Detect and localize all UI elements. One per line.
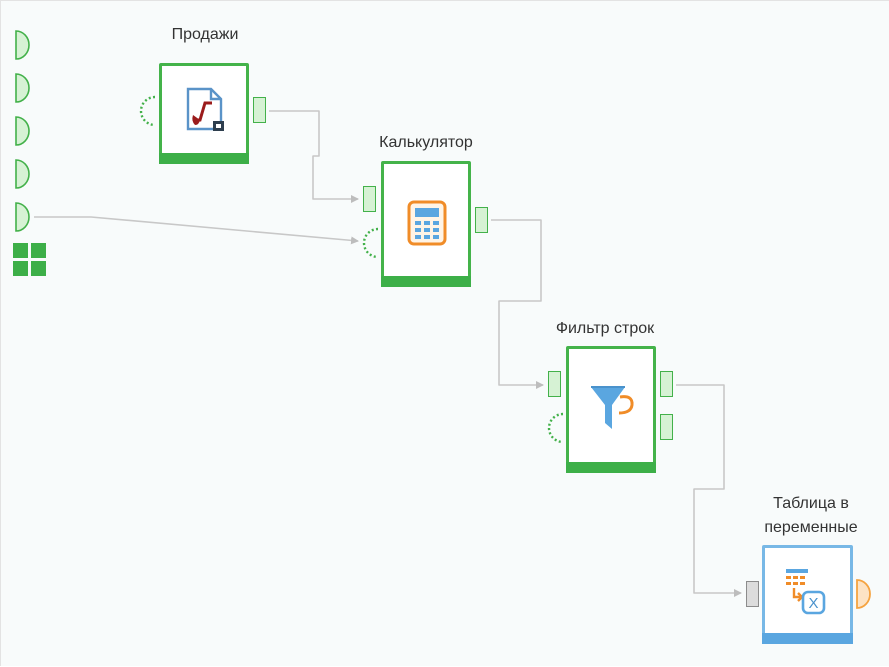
svg-text:X: X xyxy=(808,595,818,612)
funnel-filter-icon xyxy=(591,386,634,429)
table-to-variables-output-port[interactable] xyxy=(854,578,874,610)
row-filter-output-port-2[interactable] xyxy=(660,414,673,440)
workspace-port-3[interactable] xyxy=(13,115,33,147)
calculator-input-port[interactable] xyxy=(363,186,376,212)
node-label-table-to-variables-line1: Таблица в xyxy=(773,495,849,512)
calculator-icon xyxy=(407,200,447,246)
row-filter-variable-input-port[interactable] xyxy=(546,412,566,444)
wire-workspace-to-calculator xyxy=(34,216,359,245)
node-status-bar xyxy=(762,633,853,644)
node-row-filter[interactable] xyxy=(566,346,656,473)
wire-filter-to-table xyxy=(676,384,742,597)
workspace-port-5[interactable] xyxy=(13,201,33,233)
wire-calculator-to-filter xyxy=(491,219,544,389)
node-label-calculator: Калькулятор xyxy=(379,134,473,151)
table-to-variables-icon: X xyxy=(786,569,826,615)
excel-reader-icon xyxy=(186,87,224,131)
workspace-port-1[interactable] xyxy=(13,29,33,61)
grid-icon[interactable] xyxy=(13,243,46,276)
workspace-port-2[interactable] xyxy=(13,72,33,104)
sales-output-port[interactable] xyxy=(253,97,266,123)
workspace-port-4[interactable] xyxy=(13,158,33,190)
node-label-table-to-variables-line2: переменные xyxy=(764,519,858,536)
node-label-sales: Продажи xyxy=(171,26,239,43)
node-calculator[interactable] xyxy=(381,161,471,287)
calculator-output-port[interactable] xyxy=(475,207,488,233)
row-filter-input-port[interactable] xyxy=(548,371,561,397)
node-table-to-variables[interactable]: X xyxy=(762,545,853,644)
node-label-row-filter: Фильтр строк xyxy=(555,320,655,337)
sales-variable-input-port[interactable] xyxy=(138,95,158,127)
calculator-variable-input-port[interactable] xyxy=(361,227,381,259)
node-status-bar xyxy=(566,462,656,473)
node-status-bar xyxy=(381,276,471,287)
wire-sales-to-calculator xyxy=(269,110,359,203)
table-to-variables-input-port[interactable] xyxy=(746,581,759,607)
node-status-bar xyxy=(159,153,249,164)
row-filter-output-port-1[interactable] xyxy=(660,371,673,397)
node-sales[interactable] xyxy=(159,63,249,164)
